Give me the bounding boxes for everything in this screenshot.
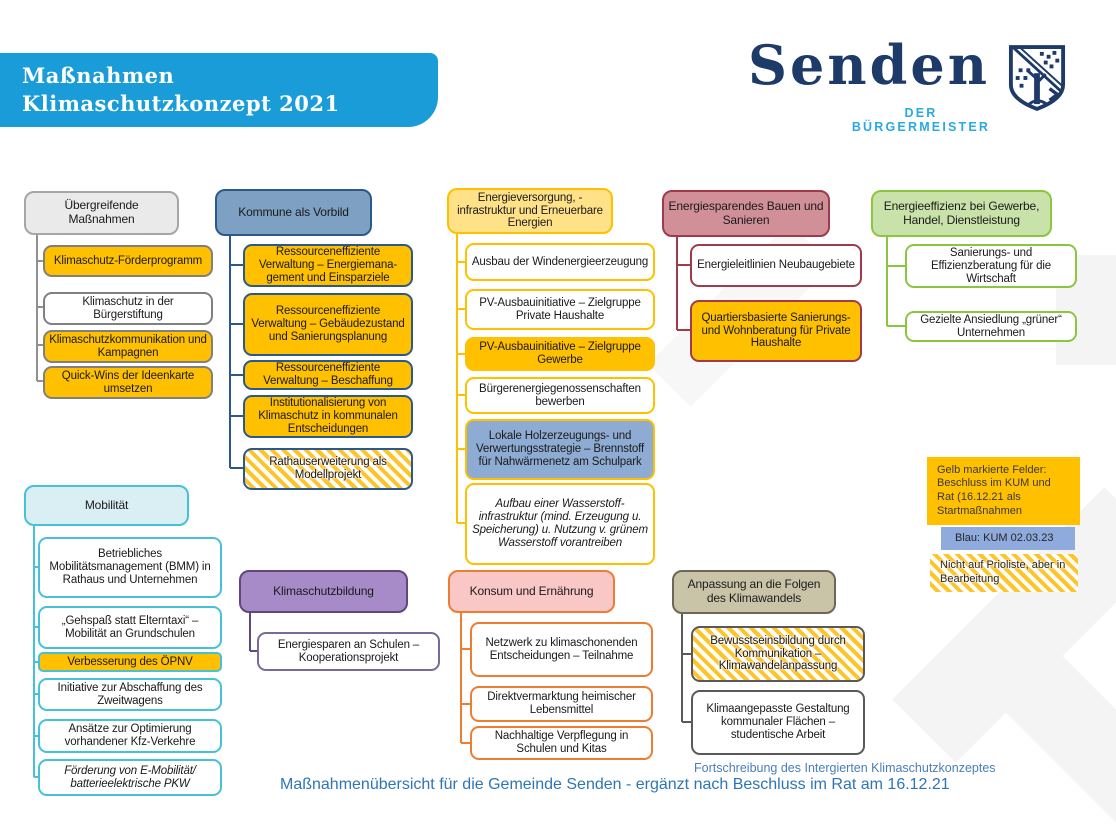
measure-box: Energieleitlinien Neubaugebiete [690,244,862,287]
measure-box: Gezielte Ansiedlung „grüner“ Unternehmen [905,311,1077,342]
legend-yellow-note: Gelb markierte Felder: Beschluss im KUM … [927,457,1080,525]
measure-box: Klimaangepasste Gestaltung kommunaler Fl… [691,690,865,755]
measure-box: Betriebliches Mobilitätsmanagement (BMM)… [38,537,222,598]
measure-box: Verbesserung des ÖPNV [38,652,222,672]
measure-box: Initiative zur Abschaffung des Zweitwage… [38,678,222,711]
page-title: Maßnahmen Klimaschutzkonzept 2021 [22,62,340,116]
senden-coat-of-arms-icon [1008,44,1066,112]
category-header-bauen-und-sanieren: Energiesparendes Bauen und Sanieren [662,190,830,237]
measure-box: Quartiersbasierte Sanierungs- und Wohnbe… [690,300,862,362]
measure-box: Ressourceneffiziente Verwaltung – Bescha… [243,360,413,390]
measure-box: „Gehspaß statt Elterntaxi“ – Mobilität a… [38,606,222,649]
measure-box: Ausbau der Windenergieerzeugung [465,243,655,281]
measure-box: Quick-Wins der Ideenkarte umsetzen [43,366,213,399]
measure-box: Bürgerenergiegenossen­schaften bewerben [465,377,655,414]
category-header-energieversorgung: Energieversorgung, -infrastruktur und Er… [447,188,613,234]
category-header-uebergreifende-massnahmen: Übergreifende Maßnahmen [24,191,179,235]
category-header-kommune-als-vorbild: Kommune als Vorbild [215,189,372,236]
measure-box: Bewusstseinsbildung durch Kommunikation … [691,626,865,682]
measure-box: Energiesparen an Schulen – Kooperationsp… [257,632,440,671]
measure-box: Direktvermarktung heimischer Lebensmitte… [470,686,653,722]
measure-box: Ressourceneffiziente Verwaltung – Energi… [243,244,413,287]
measure-box: Rathauserweiterung als Modellprojekt [243,448,413,490]
category-header-energieeffizienz-gewerbe: Energieeffizienz bei Gewerbe, Handel, Di… [871,190,1052,237]
legend-blue-note: Blau: KUM 02.03.23 [941,527,1075,550]
diagram-caption: Maßnahmenübersicht für die Gemeinde Send… [280,776,950,793]
senden-logo-wordmark: Senden [748,33,990,97]
logo-subtitle: DER BÜRGERMEISTER [851,106,991,134]
measure-box: Ansätze zur Optimierung vorhandener Kfz-… [38,719,222,753]
measure-box: Nachhaltige Verpflegung in Schulen und K… [470,726,653,760]
category-header-mobilitaet: Mobilität [24,485,189,526]
measure-box: Klimaschutz in der Bürgerstiftung [43,292,213,325]
measure-box: Förderung von E-Mobilität/ batterieelekt… [38,759,222,796]
measure-box: Lokale Holzerzeugungs- und Verwertungsst… [465,419,655,480]
measure-box: Klimaschutz-Förderprogramm [43,245,213,277]
source-note: Fortschreibung des Intergierten Klimasch… [694,761,996,775]
measure-box: Aufbau einer Wasserstoff­infrastruktur (… [465,483,655,565]
category-header-klimaschutzbildung: Klimaschutzbildung [239,570,408,613]
measure-box: Ressourceneffiziente Verwaltung – Gebäud… [243,293,413,356]
legend-hatch-note: Nicht auf Prioliste, aber in Bearbeitung [930,554,1078,592]
measure-box: Klimaschutzkommunikation und Kampagnen [43,330,213,363]
measure-box: PV-Ausbauinitiative – Zielgruppe Gewerbe [465,337,655,371]
measure-box: PV-Ausbauinitiative – Zielgruppe Private… [465,289,655,330]
measure-box: Sanierungs- und Effizienzberatung für di… [905,244,1077,288]
title-banner: Maßnahmen Klimaschutzkonzept 2021 [0,53,438,127]
category-header-konsum-und-ernaehrung: Konsum und Ernährung [448,570,615,613]
category-header-anpassung-klimawandel: Anpassung an die Folgen des Klimawandels [672,570,836,614]
measure-box: Netzwerk zu klimaschonenden Entscheidung… [470,622,653,677]
measure-box: Institutionalisierung von Klimaschutz in… [243,395,413,438]
